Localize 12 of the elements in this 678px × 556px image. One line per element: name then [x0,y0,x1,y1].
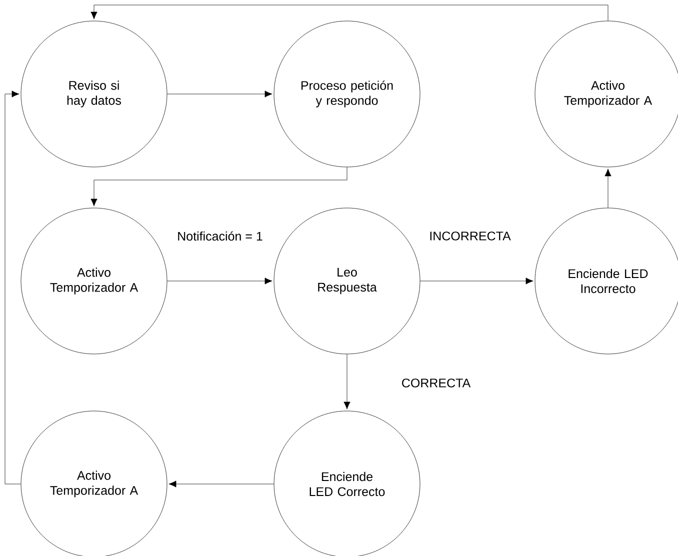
arrow [167,278,272,284]
arrow [168,480,274,488]
arrow [90,4,608,21]
arrow [604,168,612,208]
arrow [420,278,534,284]
edge-label: CORRECTA [400,378,472,388]
arrow [90,167,348,206]
edge-label: INCORRECTA [428,230,512,242]
edge-label: Notificación = 1 [176,230,264,242]
arrow [344,354,350,410]
arrow [4,90,21,484]
arrow [167,90,272,98]
